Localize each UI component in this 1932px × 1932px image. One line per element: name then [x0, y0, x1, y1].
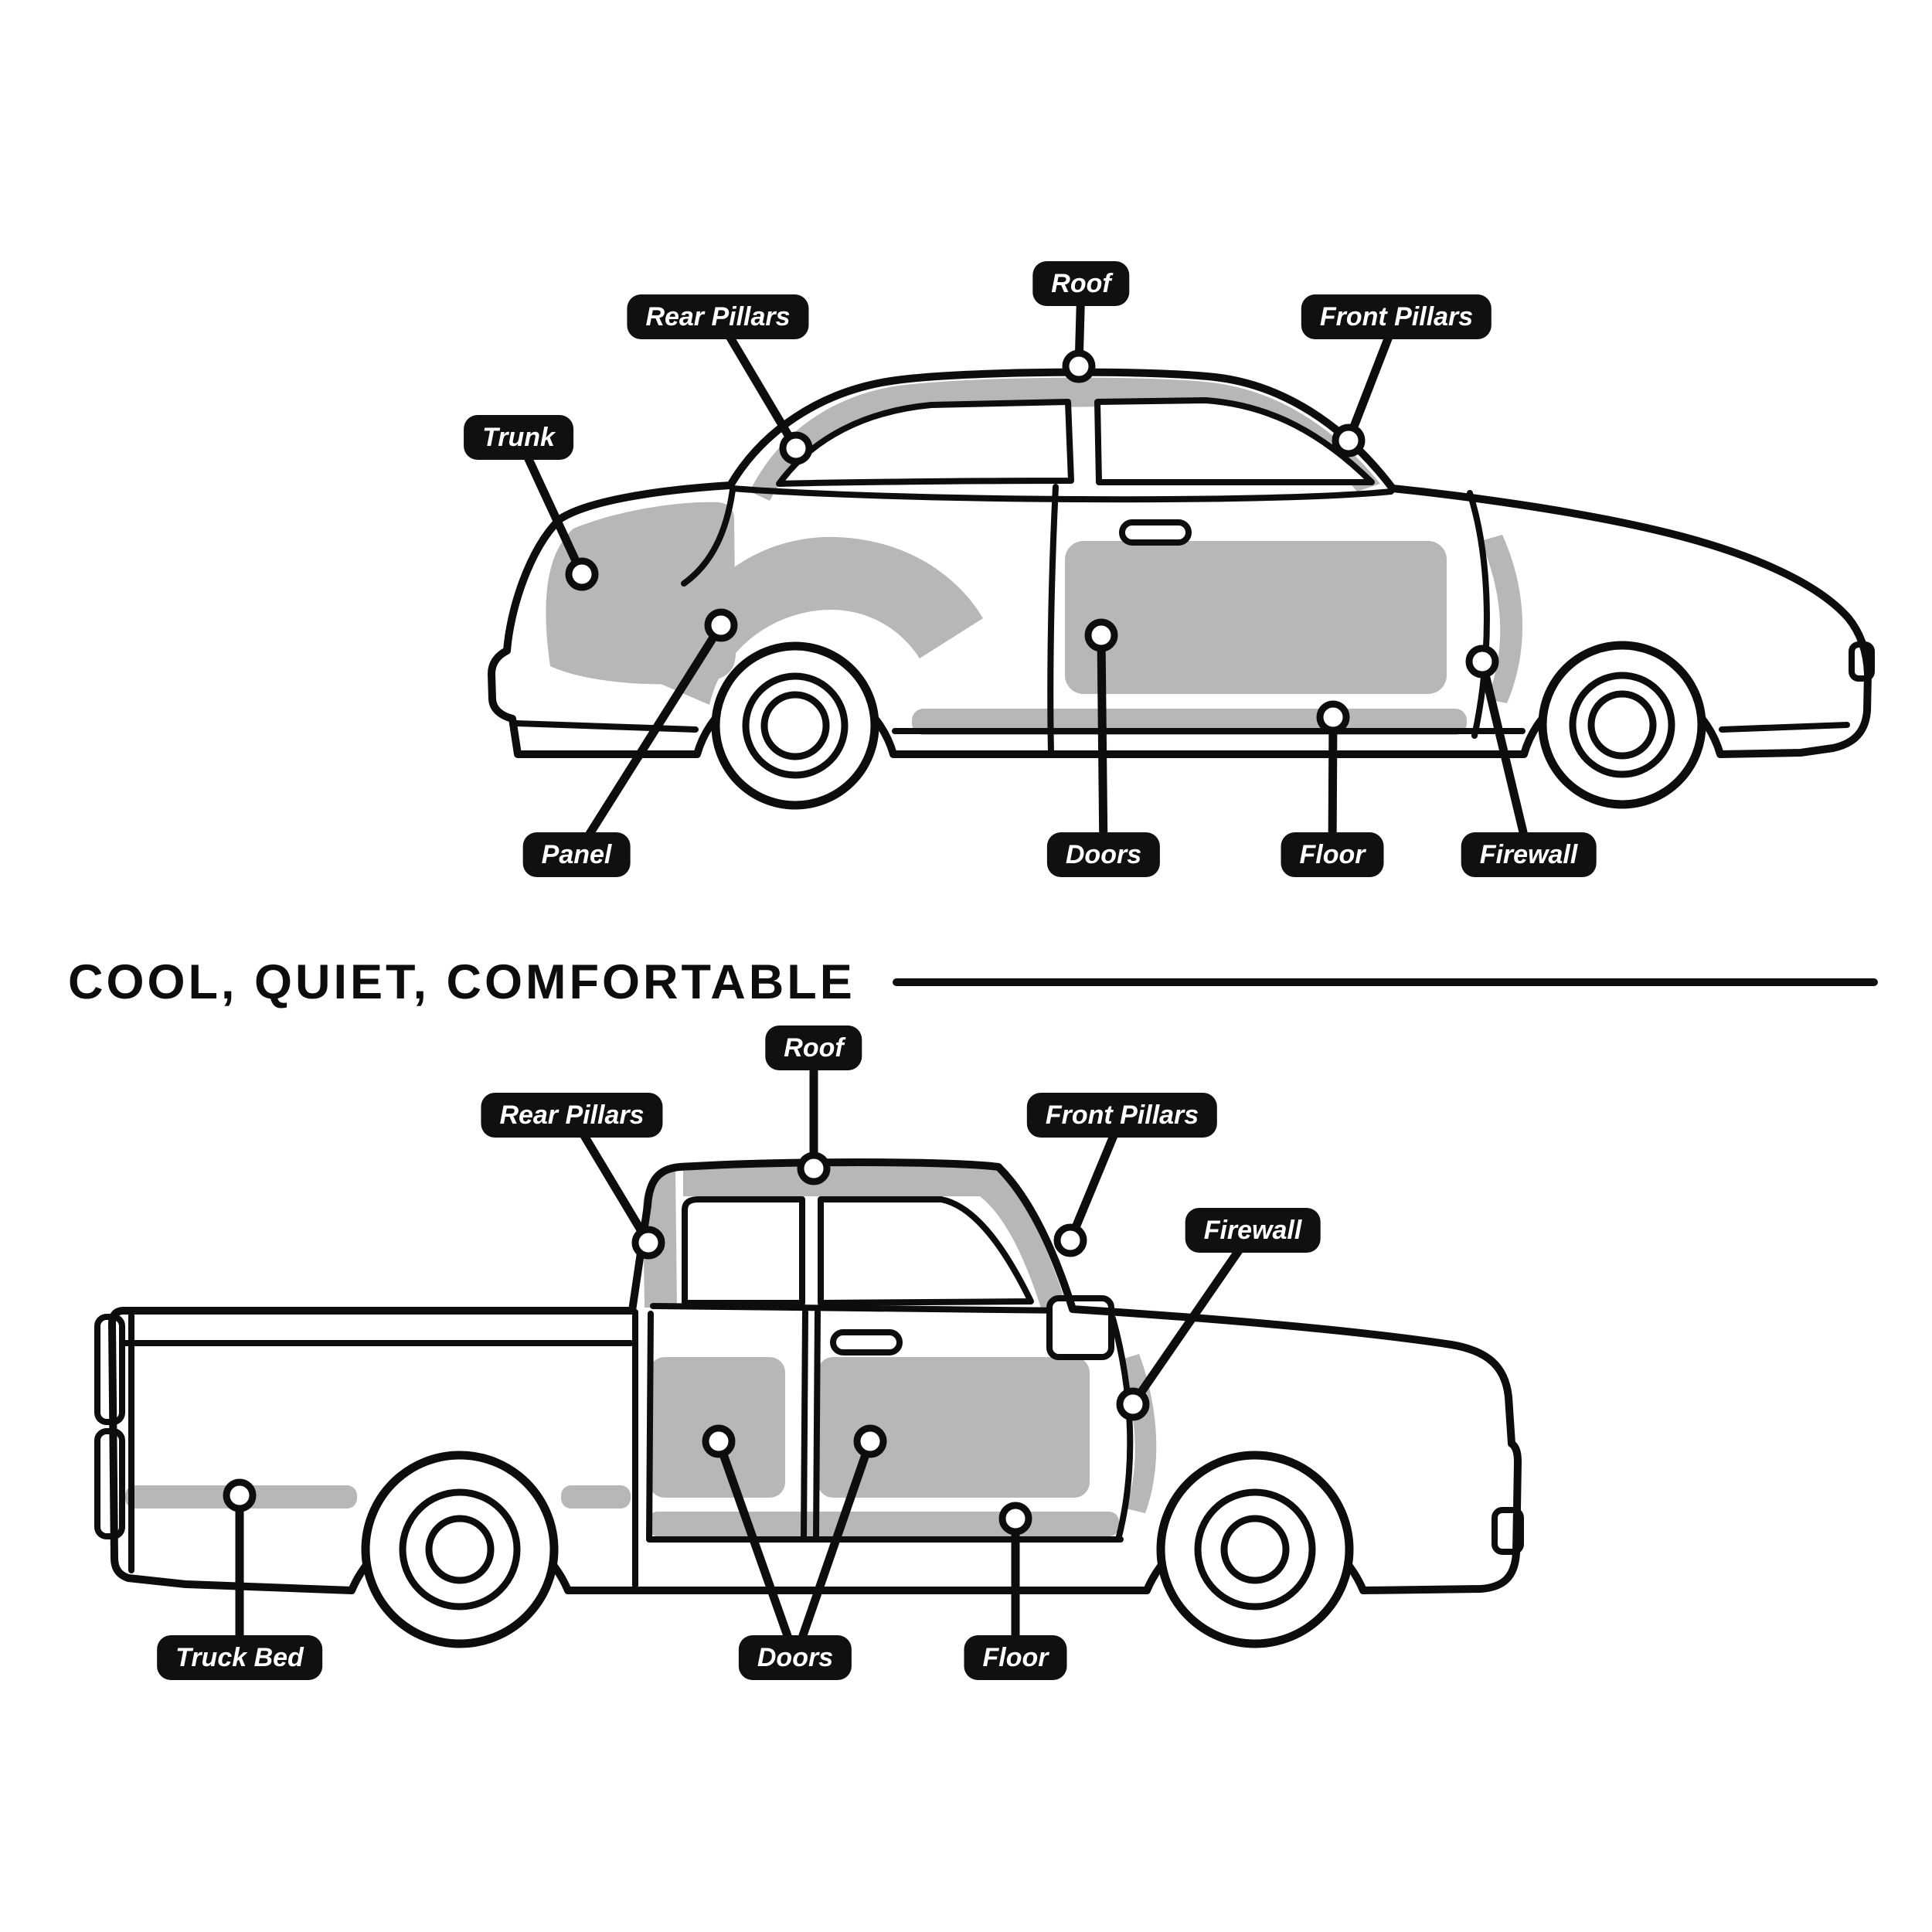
heading-rule: [892, 978, 1878, 986]
truck-roof-pillar-shade: [683, 1164, 1066, 1311]
car-door-shade: [1065, 541, 1447, 694]
truck-firewall-shade: [1119, 1354, 1157, 1513]
car-door-window: [1094, 397, 1375, 485]
callout-line-truck-doors-front: [791, 1437, 875, 1662]
label-car-roof: Roof: [1032, 261, 1130, 306]
callout-dot-truck-rear-pillars: [631, 1226, 665, 1260]
label-truck-bed: Truck Bed: [157, 1635, 322, 1680]
label-truck-doors: Doors: [738, 1635, 852, 1680]
callout-line-car-floor: [1328, 713, 1338, 859]
label-truck-front-pillars: Front Pillars: [1026, 1093, 1218, 1138]
callout-dot-car-rear-pillars: [779, 431, 813, 465]
car-door-handle: [1119, 519, 1192, 546]
callout-dot-truck-front-pillars: [1053, 1223, 1087, 1257]
callout-dot-truck-bed: [223, 1478, 257, 1512]
car-door-cut-front: [1467, 490, 1490, 739]
truck-beltline: [650, 1303, 1073, 1314]
car-quarter-window: [776, 399, 1074, 487]
truck-front-wheel: [1156, 1451, 1354, 1648]
car-front-wheel: [1538, 641, 1706, 809]
car-firewall-shade: [1481, 535, 1523, 703]
label-truck-floor: Floor: [964, 1635, 1067, 1680]
label-truck-firewall: Firewall: [1185, 1208, 1321, 1253]
truck-door-window: [818, 1196, 1034, 1306]
callout-line-car-firewall: [1478, 657, 1533, 859]
truck-bed-shade-right: [561, 1485, 631, 1509]
callout-dot-car-roof: [1062, 349, 1096, 383]
car-quarter-panel-shade: [661, 536, 983, 705]
callout-line-car-doors: [1097, 631, 1108, 859]
label-truck-roof: Roof: [765, 1026, 862, 1070]
label-truck-rear-pillars: Rear Pillars: [481, 1093, 663, 1138]
label-car-front-pillars: Front Pillars: [1301, 294, 1492, 339]
label-car-floor: Floor: [1281, 832, 1384, 877]
truck-rear-wheel: [361, 1451, 559, 1648]
car-beltline: [730, 485, 1394, 503]
callout-dot-car-front-pillars: [1332, 423, 1366, 457]
callout-dot-car-trunk: [565, 557, 599, 591]
label-car-rear-pillars: Rear Pillars: [627, 294, 809, 339]
label-car-doors: Doors: [1046, 832, 1161, 877]
truck-door-cut-front: [1110, 1315, 1134, 1539]
truck-front-door-shade: [818, 1357, 1090, 1498]
callout-dot-truck-doors-rear: [702, 1424, 736, 1458]
car-diagram: [488, 368, 1875, 810]
car-rocker-lines: [513, 720, 1850, 734]
car-trunk-cut: [681, 487, 736, 587]
label-car-trunk: Trunk: [464, 415, 573, 460]
truck-door-handle: [830, 1329, 903, 1355]
truck-quarter-window: [682, 1196, 805, 1306]
truck-body-outline: [108, 1158, 1522, 1594]
car-door-cut-rear: [1047, 484, 1059, 756]
callout-dot-truck-firewall: [1116, 1387, 1150, 1421]
section-heading: COOL, QUIET, COMFORTABLE: [68, 952, 1878, 1012]
callout-dot-car-panel: [704, 608, 738, 642]
callout-dot-car-floor: [1316, 700, 1350, 734]
truck-callouts: [223, 1043, 1257, 1662]
callout-line-truck-firewall: [1128, 1226, 1257, 1409]
callout-dot-truck-floor: [998, 1502, 1032, 1536]
callout-line-car-panel: [572, 621, 726, 859]
callout-line-truck-doors-rear: [714, 1437, 800, 1662]
truck-diagram: [94, 1158, 1524, 1648]
heading-title: COOL, QUIET, COMFORTABLE: [68, 955, 855, 1009]
label-car-panel: Panel: [522, 832, 631, 877]
label-car-firewall: Firewall: [1461, 832, 1597, 877]
callout-dot-truck-roof: [797, 1151, 831, 1185]
truck-floor-shade: [648, 1512, 1119, 1536]
callout-dot-truck-doors-front: [853, 1424, 887, 1458]
callout-dot-car-doors: [1084, 618, 1118, 652]
truck-door-cut-rear: [646, 1311, 654, 1541]
car-rear-wheel: [711, 641, 879, 810]
callout-dot-car-firewall: [1465, 645, 1499, 679]
truck-door-divider: [801, 1309, 821, 1541]
car-body-outline: [488, 368, 1872, 758]
callout-line-car-trunk: [514, 433, 587, 579]
